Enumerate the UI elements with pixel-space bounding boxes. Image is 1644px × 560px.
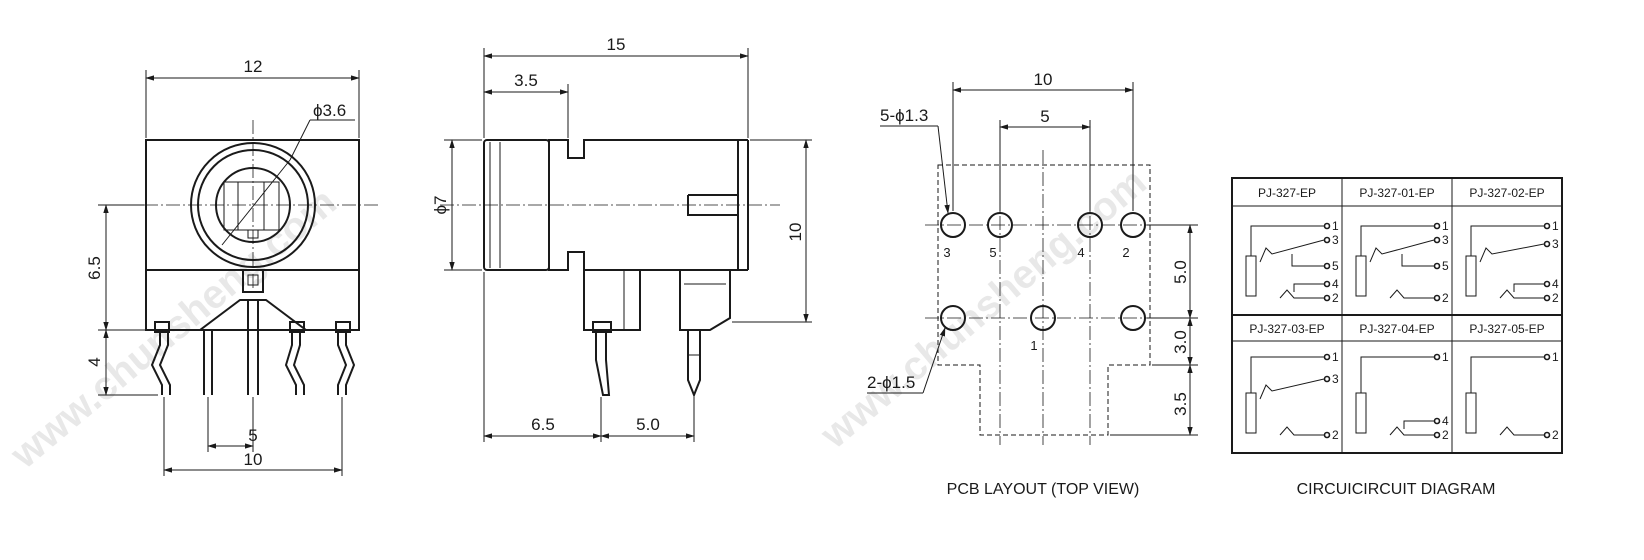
circuit-diagram: PJ-327-EP PJ-327-01-EP PJ-327-02-EP PJ-3…	[1231, 177, 1563, 454]
front-view: 12 ϕ3.6 6.5 4 5 10	[85, 57, 380, 476]
cell-0-pin-3: 3	[1332, 233, 1339, 247]
dim-height: 6.5	[85, 256, 104, 280]
dim-width: 10	[1034, 70, 1053, 89]
side-view: 15 3.5 ϕ7 10 6.5 5.0	[431, 35, 812, 442]
schematic-cell-0: 1 3 5 4 2	[1245, 219, 1339, 305]
dim-length: 15	[607, 35, 626, 54]
model-header-0: PJ-327-EP	[1258, 186, 1316, 200]
dim-offset-b: 5.0	[636, 415, 660, 434]
pin-label-5: 5	[989, 245, 996, 260]
model-header-3: PJ-327-03-EP	[1249, 322, 1324, 336]
cell-4-pin-2: 2	[1442, 428, 1449, 442]
dim-pitch: 5	[1040, 107, 1049, 126]
note-holes-b: 2-ϕ1.5	[867, 373, 915, 392]
dim-nose: 3.5	[514, 71, 538, 90]
model-header-4: PJ-327-04-EP	[1359, 322, 1434, 336]
schematic-cell-3: 1 3 2	[1245, 350, 1339, 442]
schematic-cell-1: 1 3 5 2	[1355, 219, 1449, 305]
cell-0-pin-2: 2	[1332, 291, 1339, 305]
pin-label-1: 1	[1030, 338, 1037, 353]
dim-height: 10	[786, 223, 805, 242]
pad-2	[1120, 212, 1146, 238]
pad-4	[1077, 212, 1103, 238]
schematic-cell-5: 1 2	[1465, 350, 1559, 442]
pad-3	[940, 212, 966, 238]
cell-1-pin-1: 1	[1442, 219, 1449, 233]
cell-0-pin-4: 4	[1332, 277, 1339, 291]
pcb-layout: 3 5 4 2 1 10 5 5-ϕ1.3 2-ϕ1.5 5.0 3.0 3.5…	[867, 70, 1198, 498]
schematic-cell-2: 1 3 4 2	[1465, 219, 1559, 305]
model-header-1: PJ-327-01-EP	[1359, 186, 1434, 200]
circuit-caption: CIRCUICIRCUIT DIAGRAM	[1297, 481, 1496, 498]
cell-5-pin-1: 1	[1552, 350, 1559, 364]
cell-1-pin-2: 2	[1442, 291, 1449, 305]
cell-2-pin-1: 1	[1552, 219, 1559, 233]
dim-pitch: 5	[248, 426, 257, 445]
pad-mount-left	[940, 305, 966, 331]
cell-2-pin-2: 2	[1552, 291, 1559, 305]
dim-row: 5.0	[1171, 260, 1190, 284]
dim-gap: 3.0	[1171, 330, 1190, 354]
dim-span: 10	[244, 450, 263, 469]
cell-0-pin-5: 5	[1332, 259, 1339, 273]
dim-width: 12	[244, 57, 263, 76]
pad-5	[987, 212, 1013, 238]
cell-3-pin-3: 3	[1332, 372, 1339, 386]
pcb-caption: PCB LAYOUT (TOP VIEW)	[947, 481, 1140, 498]
note-holes-a: 5-ϕ1.3	[880, 106, 928, 125]
cell-3-pin-2: 2	[1332, 428, 1339, 442]
watermark-group: www.chunsheng.com www.chunsheng.com	[2, 160, 1155, 478]
cell-1-pin-5: 5	[1442, 259, 1449, 273]
watermark-left: www.chunsheng.com	[2, 180, 345, 478]
pin-label-3: 3	[943, 245, 950, 260]
schematic-cell-4: 1 4 2	[1355, 350, 1449, 442]
cell-2-pin-3: 3	[1552, 237, 1559, 251]
cell-4-pin-4: 4	[1442, 414, 1449, 428]
pad-1	[1030, 305, 1056, 331]
dim-diameter: ϕ7	[431, 196, 450, 215]
pin-label-4: 4	[1077, 245, 1084, 260]
dim-hole: ϕ3.6	[313, 101, 346, 120]
cell-2-pin-4: 4	[1552, 277, 1559, 291]
model-header-5: PJ-327-05-EP	[1469, 322, 1544, 336]
cell-0-pin-1: 1	[1332, 219, 1339, 233]
dim-pin-length: 4	[85, 357, 104, 366]
model-header-2: PJ-327-02-EP	[1469, 186, 1544, 200]
cell-1-pin-3: 3	[1442, 233, 1449, 247]
cell-4-pin-1: 1	[1442, 350, 1449, 364]
dim-offset-a: 6.5	[531, 415, 555, 434]
dim-tail: 3.5	[1171, 392, 1190, 416]
watermark-right: www.chunsheng.com	[812, 160, 1155, 458]
pin-label-2: 2	[1122, 245, 1129, 260]
cell-3-pin-1: 1	[1332, 350, 1339, 364]
pad-mount-right	[1120, 305, 1146, 331]
cell-5-pin-2: 2	[1552, 428, 1559, 442]
